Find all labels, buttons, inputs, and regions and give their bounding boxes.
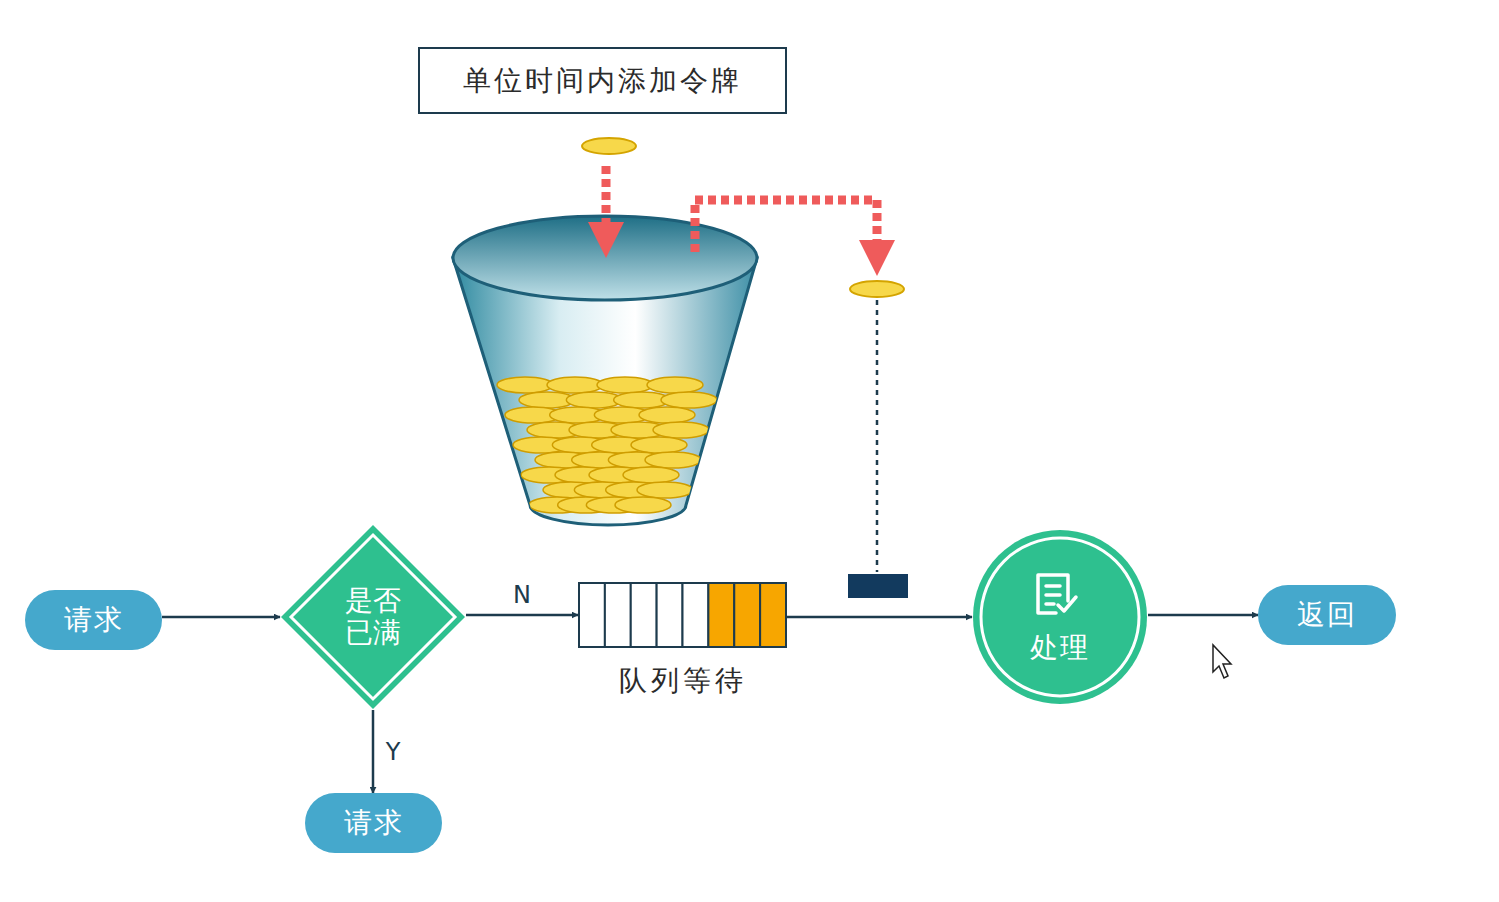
coin (631, 437, 687, 453)
queue-cells (578, 582, 787, 648)
coin (647, 377, 703, 393)
flow-arrow (162, 616, 280, 619)
circle-fill (973, 530, 1147, 704)
flow-arrow (1148, 614, 1258, 617)
flow-arrow (372, 710, 375, 793)
flow-arrow (787, 616, 972, 619)
return-pill: 返回 (1258, 585, 1396, 645)
diamond-fill (281, 525, 465, 709)
mouse-cursor (1213, 645, 1231, 678)
coin-pile (497, 377, 717, 513)
coin (497, 377, 553, 393)
queue-cell (605, 583, 631, 647)
coin (637, 482, 693, 498)
queue-cell (683, 583, 709, 647)
queue-cell (657, 583, 683, 647)
token-leader (876, 300, 879, 572)
edge-label: N (510, 582, 534, 608)
queue-cell (734, 583, 760, 647)
document-check-icon (1038, 575, 1076, 613)
add-token-arrow (602, 166, 611, 240)
node-text: 单位时间内添加令牌 (463, 62, 742, 100)
queue-cell (631, 583, 657, 647)
circle-outline (972, 529, 1148, 705)
diamond-ring (291, 535, 455, 699)
flow-arrow (466, 614, 578, 617)
process-circle: 处理 (972, 529, 1148, 705)
coin (645, 452, 701, 468)
coin (547, 377, 603, 393)
token-bar (848, 574, 908, 598)
take-token-arrow (695, 200, 877, 258)
edge-label: Y (383, 738, 404, 764)
decision-diamond: 是否 已满 (280, 524, 466, 710)
node-text: 是否 已满 (341, 585, 405, 649)
node-text: 返回 (1297, 596, 1357, 634)
node-text: 队列等待 (578, 662, 787, 700)
coin (623, 467, 679, 483)
coin (653, 422, 709, 438)
request-pill: 请求 (25, 590, 162, 650)
queue-cell (579, 583, 605, 647)
coin (597, 377, 653, 393)
token-coin (850, 281, 904, 297)
queue-cell (708, 583, 734, 647)
coin (639, 407, 695, 423)
node-text: 请求 (344, 804, 404, 842)
node-text: 处理 (1030, 629, 1090, 667)
coin (615, 497, 671, 513)
queue-box: 队列等待 (578, 582, 787, 700)
queue-cell (760, 583, 786, 647)
node-text: 请求 (64, 601, 124, 639)
title-box: 单位时间内添加令牌 (418, 47, 787, 114)
request-pill: 请求 (305, 793, 442, 853)
coin (661, 392, 717, 408)
token-coin (582, 138, 636, 154)
bucket-rim (453, 216, 757, 300)
circle-ring (981, 538, 1139, 696)
